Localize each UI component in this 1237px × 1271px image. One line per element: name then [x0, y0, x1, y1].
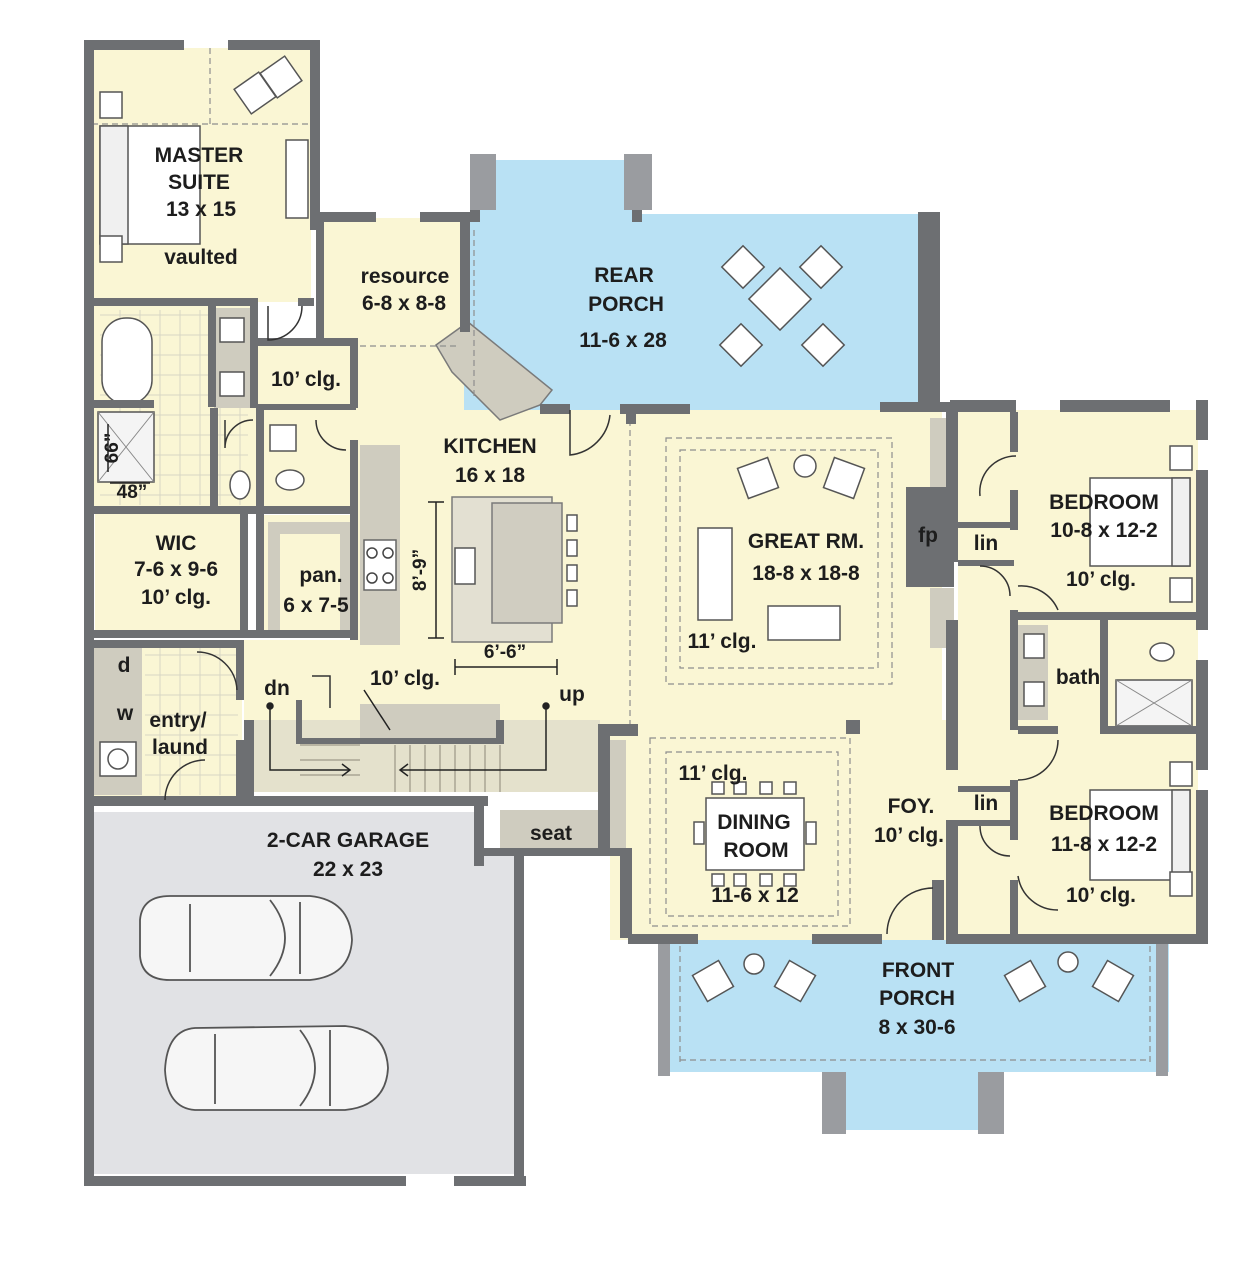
resource-size: 6-8 x 8-8 — [362, 292, 446, 315]
bath-label: bath — [1056, 666, 1100, 689]
laundry-name: entry/ — [149, 709, 206, 732]
garage-cars — [139, 895, 389, 1111]
rear-porch-size: 11-6 x 28 — [579, 329, 667, 352]
kitchen-ceiling: 10’ clg. — [370, 667, 440, 690]
shower-dimension-horizontal: 48” — [117, 482, 148, 503]
stairs — [300, 744, 501, 792]
master-suite-note: vaulted — [164, 246, 238, 269]
bedroom-2-ceiling: 10’ clg. — [1066, 884, 1136, 907]
bathtub — [101, 317, 153, 405]
wic-size: 7-6 x 9-6 — [134, 558, 218, 581]
front-porch-name: FRONT — [882, 959, 954, 982]
master-suite-name: MASTER — [155, 144, 244, 167]
great-room-name: GREAT RM. — [748, 530, 864, 553]
island-dimension-horizontal: 6’-6” — [484, 642, 526, 663]
dining-size: 11-6 x 12 — [711, 884, 799, 907]
dimension-lines — [107, 424, 558, 731]
hall-ceiling: 10’ clg. — [271, 368, 341, 391]
master-suite-size: 13 x 15 — [166, 198, 236, 221]
rear-porch-name-2: PORCH — [588, 293, 664, 316]
tile-pattern — [100, 310, 248, 795]
walls — [84, 40, 1208, 1186]
foyer-name: FOY. — [888, 795, 935, 818]
foyer-ceiling: 10’ clg. — [874, 824, 944, 847]
shower-dimension-vertical: 66” — [102, 433, 123, 464]
room-labels: MASTER SUITE 13 x 15 vaulted resource 6-… — [102, 144, 1159, 1039]
resource-name: resource — [361, 265, 450, 288]
kitchen-name: KITCHEN — [443, 435, 536, 458]
bedroom-1-size: 10-8 x 12-2 — [1050, 519, 1157, 542]
garage-size: 22 x 23 — [313, 858, 383, 881]
car-icon — [139, 895, 353, 981]
front-porch-name-2: PORCH — [879, 987, 955, 1010]
island-dimension-vertical: 8’-9” — [410, 549, 431, 591]
garage-name: 2-CAR GARAGE — [267, 829, 429, 852]
kitchen-size: 16 x 18 — [455, 464, 525, 487]
washer-label: w — [116, 702, 134, 725]
bedroom-1-ceiling: 10’ clg. — [1066, 568, 1136, 591]
wic-name: WIC — [156, 532, 197, 555]
great-room-size: 18-8 x 18-8 — [752, 562, 860, 585]
fireplace-box — [906, 487, 954, 587]
stair-arrows — [266, 702, 550, 777]
linen-1-label: lin — [974, 532, 999, 555]
great-room-ceiling: 11’ clg. — [688, 630, 757, 653]
stairs-down-label: dn — [264, 677, 290, 700]
dining-name-2: ROOM — [723, 839, 788, 862]
car-icon — [164, 1025, 389, 1111]
door-swings — [164, 305, 1059, 935]
master-suite-name-2: SUITE — [168, 171, 230, 194]
front-porch-size: 8 x 30-6 — [878, 1016, 955, 1039]
furniture — [97, 55, 1193, 1003]
dryer-label: d — [118, 654, 131, 677]
pantry-size: 6 x 7-5 — [283, 594, 349, 617]
wic-ceiling: 10’ clg. — [141, 586, 211, 609]
linen-2-label: lin — [974, 792, 999, 815]
laundry-name-2: laund — [152, 736, 208, 759]
pantry-name: pan. — [299, 564, 342, 587]
bedroom-1-name: BEDROOM — [1049, 491, 1159, 514]
fireplace-label: fp — [918, 524, 938, 547]
dining-table — [705, 797, 805, 871]
bedroom-2-size: 11-8 x 12-2 — [1051, 833, 1157, 856]
dining-name: DINING — [717, 811, 791, 834]
stairs-up-label: up — [559, 683, 585, 706]
dining-ceiling: 11’ clg. — [679, 762, 748, 785]
seat-label: seat — [530, 822, 572, 845]
rear-porch-name: REAR — [594, 264, 654, 287]
bedroom-2-name: BEDROOM — [1049, 802, 1159, 825]
